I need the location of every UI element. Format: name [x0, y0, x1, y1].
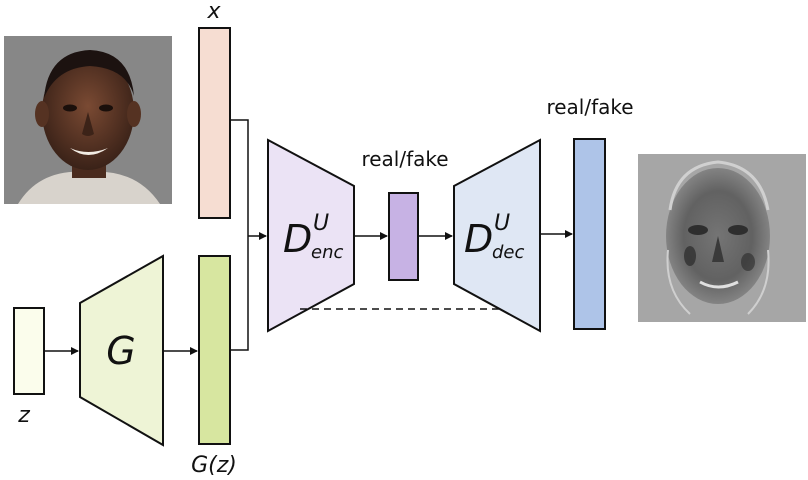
generator-label: G: [106, 329, 135, 373]
connector-x: [230, 119, 249, 351]
decoder-output-bar: [573, 138, 606, 330]
encoder-superscript: U: [313, 211, 329, 236]
x-label: x: [206, 0, 221, 24]
encoder-label: D: [283, 217, 312, 261]
decoder-superscript: U: [494, 211, 510, 236]
decoder-block: [453, 138, 541, 333]
encoder-real-fake-label: real/fake: [361, 147, 448, 171]
real-image-bar-x: [198, 27, 231, 219]
decoder-subscript: dec: [492, 242, 525, 263]
encoder-output-bar: [388, 192, 419, 281]
encoder-block: [267, 138, 355, 333]
decoder-label: D: [464, 217, 493, 261]
generator-block: [79, 254, 164, 447]
input-face-photo: [4, 36, 172, 204]
z-label: z: [17, 403, 30, 428]
generated-image-bar-gz: [198, 255, 231, 445]
noise-bar-z: [13, 307, 45, 395]
decoder-real-fake-label: real/fake: [546, 95, 633, 119]
output-grayscale-face-map: [638, 154, 806, 322]
gz-label: G(z): [191, 453, 237, 478]
encoder-subscript: enc: [311, 242, 343, 263]
